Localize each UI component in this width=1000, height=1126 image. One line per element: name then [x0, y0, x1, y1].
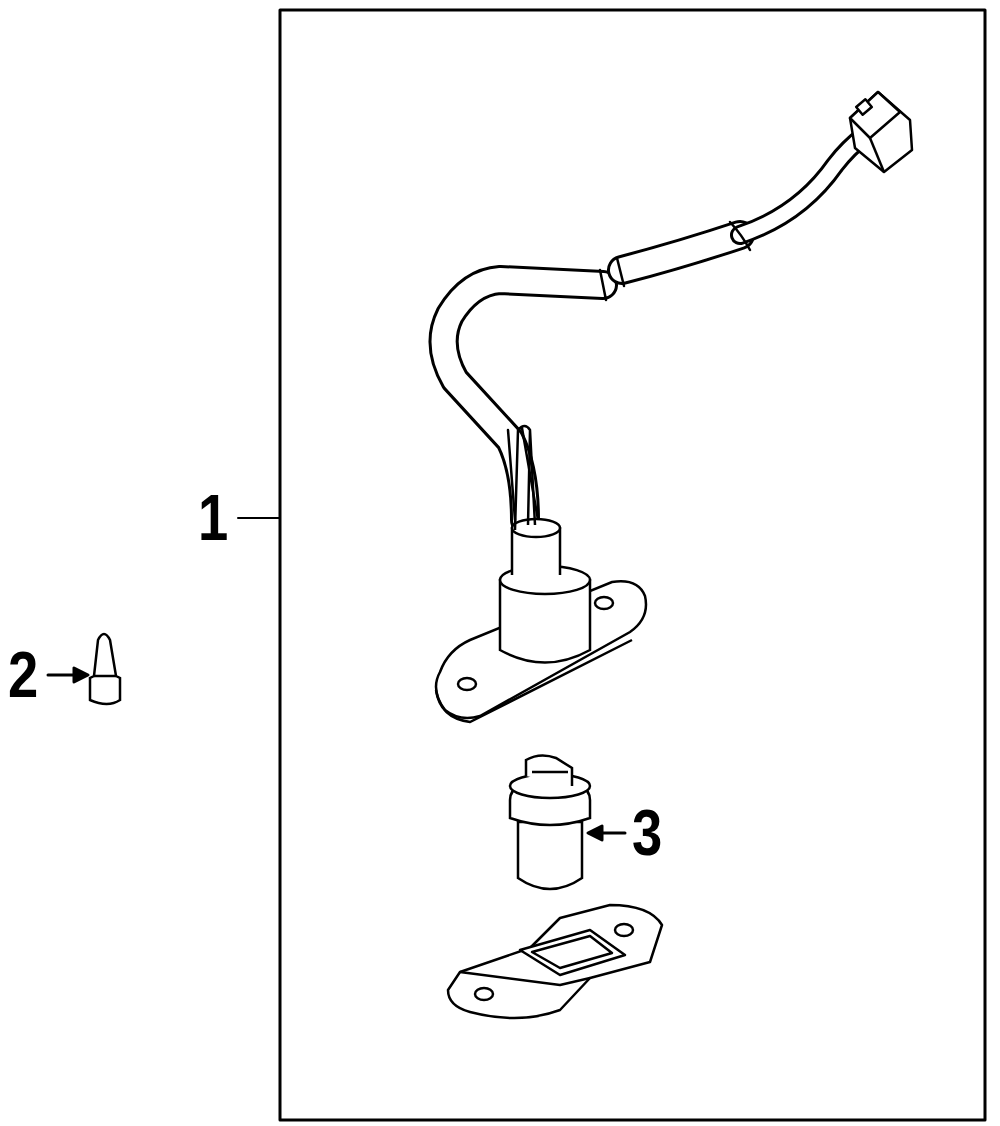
wire-harness [444, 135, 865, 520]
wire-cap [90, 634, 120, 704]
group-frame [280, 10, 985, 1120]
callout-number: 3 [632, 801, 662, 865]
connector [850, 92, 912, 172]
bulb [510, 755, 590, 889]
arrow-head [74, 668, 88, 682]
callout-number: 2 [8, 643, 38, 707]
socket [500, 426, 590, 663]
mounting-bracket [448, 905, 662, 1018]
leader-line [238, 517, 279, 519]
callout-number: 1 [198, 486, 228, 550]
arrow-head [588, 826, 602, 840]
